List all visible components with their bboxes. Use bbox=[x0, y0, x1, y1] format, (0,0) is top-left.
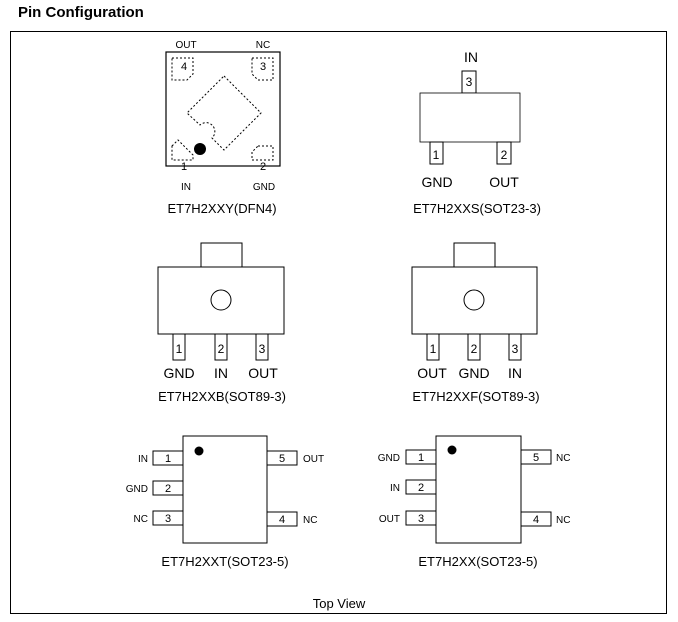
sot89-f-mark-icon bbox=[463, 289, 485, 311]
sot23-5t-pin-name: OUT bbox=[303, 454, 324, 465]
sot23-5t-pin-name: NC bbox=[134, 514, 148, 525]
package-caption: ET7H2XXS(SOT23-3) bbox=[413, 201, 541, 216]
sot23-3-pin-num: 2 bbox=[501, 148, 508, 162]
package-caption: ET7H2XXF(SOT89-3) bbox=[412, 389, 539, 404]
package-caption: ET7H2XXY(DFN4) bbox=[167, 201, 276, 216]
pin1-dot-icon bbox=[194, 143, 206, 155]
sot89-b-mark-icon bbox=[210, 289, 232, 311]
dfn4-pin-name: IN bbox=[181, 182, 191, 193]
sot23-3-package: IN 3 1 2 GND OUT ET7H2XXS(SOT23-3) bbox=[413, 49, 541, 216]
sot23-5-pin-lead bbox=[520, 449, 552, 465]
sot89-b-pin-num: 1 bbox=[176, 342, 183, 356]
sot89-f-body bbox=[411, 266, 538, 335]
sot23-5-pin-name: NC bbox=[556, 453, 570, 464]
sot23-5t-pin-num: 5 bbox=[279, 453, 285, 465]
dfn4-pin-name: NC bbox=[256, 40, 270, 51]
dfn4-pad-3 bbox=[251, 57, 274, 81]
sot23-5t-pin-lead bbox=[152, 450, 184, 466]
sot23-5t-pin-num: 2 bbox=[165, 483, 171, 495]
sot23-5-pin-lead bbox=[405, 449, 437, 465]
sot89-b-pin-lead bbox=[172, 333, 186, 361]
sot23-5t-pin-num: 4 bbox=[279, 514, 285, 526]
diagram-frame bbox=[10, 31, 667, 614]
dfn4-body bbox=[165, 51, 281, 167]
sot23-5-pin-num: 1 bbox=[418, 452, 424, 464]
sot23-5t-pin-lead bbox=[266, 450, 298, 466]
sot89-f-pin-lead bbox=[426, 333, 440, 361]
dfn4-pad-2 bbox=[251, 145, 274, 161]
sot89-f-pin-num: 1 bbox=[430, 342, 437, 356]
sot23-5-pin-num: 5 bbox=[533, 452, 539, 464]
pin1-dot-icon bbox=[194, 446, 204, 456]
sot23-5t-pin-num: 3 bbox=[165, 513, 171, 525]
dfn4-pin-num: 4 bbox=[181, 61, 187, 73]
sot23-5t-pin-name: GND bbox=[126, 484, 148, 495]
sot89-b-pin-num: 3 bbox=[259, 342, 266, 356]
sot23-5-pin-name: IN bbox=[390, 483, 400, 494]
sot89-b-pin-num: 2 bbox=[218, 342, 225, 356]
package-caption: ET7H2XXT(SOT23-5) bbox=[161, 554, 288, 569]
sot23-5-pin-num: 2 bbox=[418, 482, 424, 494]
sot89-f-pin-lead bbox=[508, 333, 522, 361]
view-label: Top View bbox=[313, 596, 366, 611]
sot23-5t-pin-lead bbox=[152, 480, 184, 496]
sot23-5-pin-lead bbox=[405, 479, 437, 495]
sot89-b-pin-lead bbox=[255, 333, 269, 361]
package-caption: ET7H2XX(SOT23-5) bbox=[418, 554, 537, 569]
sot23-5-pin-num: 4 bbox=[533, 514, 539, 526]
sot89-f-tab bbox=[453, 242, 496, 268]
sot23-5t-pin-lead bbox=[266, 511, 298, 527]
sot23-3-body bbox=[419, 92, 521, 143]
sot23-5t-pin-lead bbox=[152, 510, 184, 526]
sot89-f-pin-name: GND bbox=[458, 365, 489, 381]
sot89-b-tab bbox=[200, 242, 243, 268]
sot89-f-pin-num: 3 bbox=[512, 342, 519, 356]
sot23-3-pin-name: OUT bbox=[489, 174, 519, 190]
sot23-3-pin-num: 3 bbox=[466, 75, 473, 89]
sot23-5t-pin-name: NC bbox=[303, 515, 317, 526]
sot23-3-pin-lead bbox=[429, 141, 444, 165]
dfn4-pin-name: OUT bbox=[175, 40, 196, 51]
dfn4-pin-name: GND bbox=[253, 182, 275, 193]
sot23-5-pin-lead bbox=[520, 511, 552, 527]
sot23-3-pin-num: 1 bbox=[433, 148, 440, 162]
dfn4-pin-num: 3 bbox=[260, 61, 266, 73]
sot23-5t-package: 1 2 3 IN GND NC 5 4 OUT NC ET7H2XXT(SOT2… bbox=[126, 435, 324, 569]
sot89-b-pin-name: GND bbox=[163, 365, 194, 381]
sot23-3-pin-name: IN bbox=[464, 49, 478, 65]
dfn4-pad-4 bbox=[171, 57, 194, 81]
sot23-5-pin-name: GND bbox=[378, 453, 400, 464]
package-caption: ET7H2XXB(SOT89-3) bbox=[158, 389, 286, 404]
sot23-5t-pin-name: IN bbox=[138, 454, 148, 465]
sot89-f-pin-num: 2 bbox=[471, 342, 478, 356]
sot89-b-pin-lead bbox=[214, 333, 228, 361]
sot23-5-pin-name: NC bbox=[556, 515, 570, 526]
dfn4-pad-1 bbox=[171, 139, 194, 161]
sot89-f-pin-lead bbox=[467, 333, 481, 361]
sot89-b-body bbox=[157, 266, 285, 335]
sot23-5-pin-num: 3 bbox=[418, 513, 424, 525]
sot23-5-package: 1 2 3 GND IN OUT 5 4 NC NC ET7H2XX(SOT23… bbox=[378, 435, 570, 569]
sot89-b-pin-name: IN bbox=[214, 365, 228, 381]
sot23-5-pin-name: OUT bbox=[379, 514, 400, 525]
sot89-f-pin-name: IN bbox=[508, 365, 522, 381]
dfn4-pin-num: 1 bbox=[181, 161, 187, 173]
sot89-b-package: 1 2 3 GND IN OUT ET7H2XXB(SOT89-3) bbox=[157, 242, 286, 404]
sot23-3-pin-name: GND bbox=[421, 174, 452, 190]
sot23-3-pin-lead bbox=[496, 141, 512, 165]
dfn4-package: 4 3 1 2 OUT NC IN GND ET7H2XXY(DFN4) bbox=[165, 40, 281, 216]
sot23-5-pin-lead bbox=[405, 510, 437, 526]
sot89-b-pin-name: OUT bbox=[248, 365, 278, 381]
section-title: Pin Configuration bbox=[18, 4, 144, 21]
sot89-f-package: 1 2 3 OUT GND IN ET7H2XXF(SOT89-3) bbox=[411, 242, 540, 404]
pin1-dot-icon bbox=[447, 445, 457, 455]
sot89-f-pin-name: OUT bbox=[417, 365, 447, 381]
sot23-5t-pin-num: 1 bbox=[165, 453, 171, 465]
dfn4-exposed-pad bbox=[186, 75, 262, 151]
dfn4-pin-num: 2 bbox=[260, 161, 266, 173]
